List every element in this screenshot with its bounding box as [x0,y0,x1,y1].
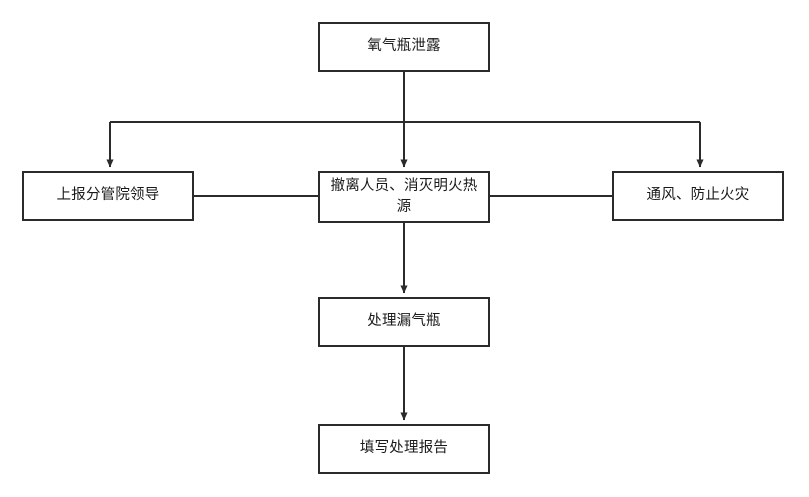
node-fill-handling-report[interactable]: 填写处理报告 [318,424,490,474]
node-ventilate-prevent-fire[interactable]: 通风、防止火灾 [612,171,784,221]
node-label: 填写处理报告 [359,440,449,457]
node-label: 通风、防止火灾 [646,187,750,204]
node-label: 氧气瓶泄露 [367,38,441,55]
node-evacuate-and-extinguish[interactable]: 撤离人员、消灭明火热源 [318,171,490,223]
node-handle-leaking-cylinder[interactable]: 处理漏气瓶 [318,297,490,347]
node-oxygen-cylinder-leak[interactable]: 氧气瓶泄露 [318,22,490,72]
node-report-to-leader[interactable]: 上报分管院领导 [22,171,194,221]
node-label: 撤离人员、消灭明火热源 [330,177,478,215]
edge-leak-to-branch-bar [110,72,700,123]
node-label: 处理漏气瓶 [367,313,441,330]
node-label: 上报分管院领导 [56,187,160,204]
